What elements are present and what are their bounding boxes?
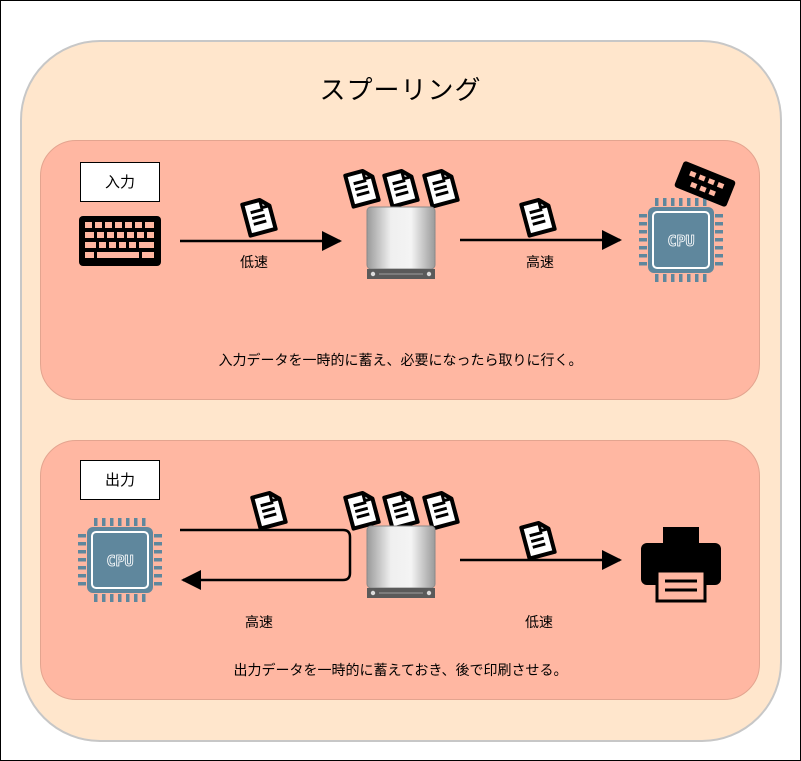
output-fast-arrow [180,528,352,590]
document-icon [343,166,381,209]
cpu-label: CPU [667,232,694,250]
document-icon [240,195,278,238]
document-icon [519,195,557,238]
cpu-icon: CPU [638,197,724,283]
document-icon [422,166,460,209]
input-description: 入力データを一時的に蓄え、必要になったら取りに行く。 [218,353,583,369]
document-icon [343,488,381,531]
document-icon [519,518,557,561]
cpu-icon: CPU [77,517,163,603]
hard-drive-icon [366,525,436,599]
printer-icon [641,527,721,603]
document-icon [382,166,420,209]
output-fast-label: 高速 [245,615,273,631]
input-tag: 入力 [80,162,160,202]
document-icon [250,488,288,531]
document-icon [422,488,460,531]
output-slow-label: 低速 [525,615,553,631]
keyboard-icon [79,216,161,266]
output-tag: 出力 [80,460,160,500]
output-description: 出力データを一時的に蓄えておき、後で印刷させる。 [233,663,568,679]
hard-drive-icon [366,206,436,280]
input-fast-label: 高速 [526,255,554,271]
input-slow-label: 低速 [240,255,268,271]
document-icon [382,488,420,531]
diagram-title: スプーリング [319,76,482,106]
cpu-label: CPU [106,552,133,570]
memory-chip-icon [674,161,736,207]
